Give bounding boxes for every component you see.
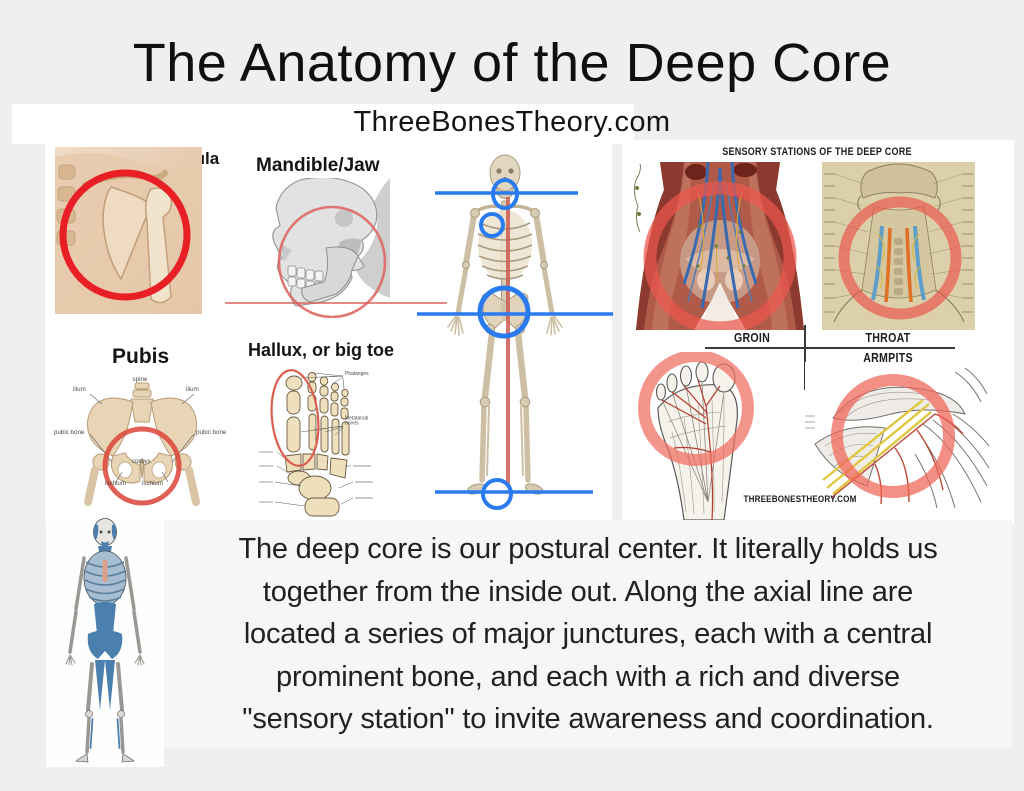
- foot-marker-circle: [481, 478, 513, 510]
- jaw-shape: [301, 246, 359, 303]
- deep-core-muscles-figure: [46, 514, 164, 766]
- pubis-illustration: [50, 378, 230, 510]
- mandible-highlight-circle: [277, 205, 387, 318]
- pubis-highlight-circle: [102, 426, 182, 506]
- mandible-illustration: [266, 178, 390, 318]
- pubis-annotation-coccyx: coccyx: [131, 458, 151, 465]
- pelvis-muscle: [87, 630, 123, 659]
- pubis-annotation-ilium-right: ilium: [186, 386, 199, 393]
- ilium-left-shape: [87, 397, 134, 457]
- throat-image: [822, 162, 975, 330]
- throat-highlight-ring: [838, 196, 962, 320]
- armpits-image: [805, 362, 990, 510]
- hallux-label: Hallux, or big toe: [248, 340, 395, 360]
- hallux-annotation-metatarsals: Metatarsal bones: [345, 415, 369, 426]
- paragraph-backdrop: [150, 520, 1012, 748]
- pubis-annotation-ischium-right: ischium: [142, 480, 164, 487]
- jaw-marker-circle: [491, 178, 519, 210]
- inner-thigh-muscle-right: [105, 660, 115, 710]
- pubis-label: Pubis: [112, 345, 170, 368]
- jaw-level-line: [225, 302, 447, 304]
- pubis-annotation-spine: spine: [132, 376, 148, 383]
- groin-image: [628, 162, 812, 330]
- pelvis-marker-circle: [477, 285, 531, 339]
- pubis-annotation-ischium-left: ischium: [105, 480, 127, 487]
- groin-highlight-ring: [643, 181, 797, 330]
- station-divider-vertical: [804, 325, 806, 390]
- subtitle-backdrop: [12, 104, 634, 144]
- feet-highlight-ring: [638, 352, 754, 466]
- hallux-annotation-phalanges: Phalanges: [345, 371, 369, 377]
- paragraph-line: The deep core is our postural center. It…: [238, 533, 938, 565]
- scapula-blade-shape: [102, 186, 152, 281]
- inner-thigh-muscle-left: [95, 660, 105, 710]
- sensory-watermark: THREEBONESTHEORY.COM: [743, 494, 857, 505]
- paragraph-line: located a series of major junctures, eac…: [243, 618, 933, 650]
- sensory-heading: SENSORY STATIONS OF THE DEEP CORE: [722, 146, 912, 158]
- pubis-annotation-pubic-left: pubic bone: [54, 429, 85, 436]
- pubis-annotation-ilium-left: ilium: [73, 386, 86, 393]
- scapula-highlight-circle: [59, 169, 191, 301]
- feet-image: [628, 352, 768, 520]
- hallux-illustration: [255, 362, 427, 518]
- page-title: The Anatomy of the Deep Core: [132, 33, 892, 93]
- website-url: ThreeBonesTheory.com: [353, 106, 671, 138]
- station-label-throat: THROAT: [865, 331, 911, 345]
- shoulder-marker-circle: [479, 212, 505, 238]
- mandible-label: Mandible/Jaw: [256, 155, 380, 176]
- head-shape: [860, 163, 938, 199]
- paragraph-line: prominent bone, and each with a rich and…: [276, 660, 900, 693]
- station-divider-horizontal: [705, 347, 955, 349]
- ilium-right-shape: [150, 397, 197, 457]
- hallux-highlight-ellipse: [270, 369, 320, 467]
- paragraph-line: "sensory station" to invite awareness an…: [242, 703, 934, 735]
- station-label-armpits: ARMPITS: [863, 351, 913, 365]
- scapula-illustration: [55, 147, 202, 314]
- paragraph-line: together from the inside out. Along the …: [262, 575, 914, 608]
- psoas-muscle: [94, 602, 116, 637]
- station-label-groin: GROIN: [733, 331, 771, 345]
- armpits-highlight-ring: [831, 374, 955, 498]
- description-paragraph: The deep core is our postural center. It…: [160, 528, 1016, 741]
- axial-skeleton-figure: [417, 154, 613, 510]
- pubis-annotation-pubic-right: pubic bone: [196, 429, 227, 436]
